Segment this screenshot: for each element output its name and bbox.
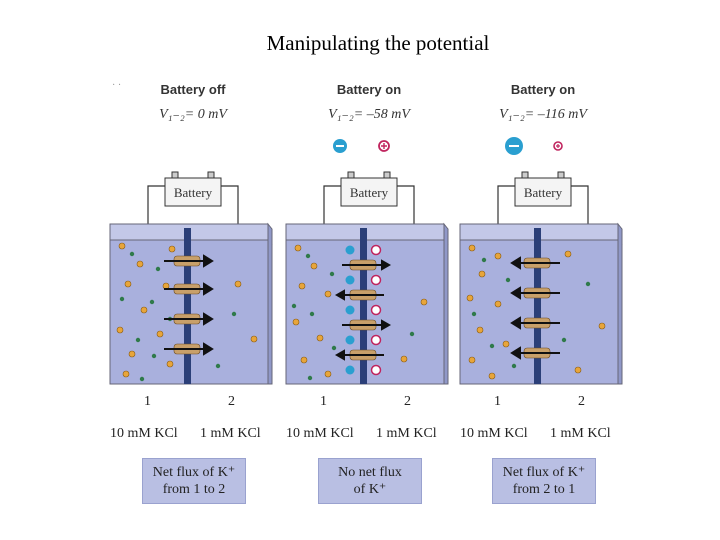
flux-arrows-balanced [334,259,392,361]
potassium-ions [292,244,428,378]
polarity-indicators [505,137,563,155]
concentration-2: 1 mM KCl [550,426,611,441]
flux-line-1: Net flux of K⁺ [152,465,236,480]
concentration-1: 10 mM KCl [286,426,354,441]
apparatus-diagram: Battery [285,139,449,385]
apparatus-diagram: Battery [459,137,623,385]
flux-line-1: Net flux of K⁺ [502,465,586,480]
positive-charge-icon [553,141,563,151]
voltage-label: V₁₋₂= –58 mV [328,107,410,122]
channels [349,259,377,361]
panel-battery-on-58: Battery on V₁₋₂= –58 mV Battery [284,82,454,512]
concentration-1: 10 mM KCl [110,426,178,441]
panel-header: Battery on [510,82,576,97]
flux-arrows [510,256,560,360]
compartment-1-label: 1 [144,394,151,409]
flux-arrows [164,254,214,356]
battery-label: Battery [174,185,213,200]
apparatus-diagram: Battery [109,171,273,385]
flux-result-box: Net flux of K⁺ from 2 to 1 [492,458,596,504]
chloride-ions [471,257,591,369]
panel-battery-on-116: Battery on V₁₋₂= –116 mV Battery [458,82,628,512]
flux-line-2: of K⁺ [353,482,387,497]
flux-line-2: from 2 to 1 [512,482,576,497]
panel-header: Battery on [336,82,402,97]
compartment-1-label: 1 [494,394,501,409]
battery-label: Battery [350,185,389,200]
flux-line-1: No net flux [338,465,402,480]
concentration-2: 1 mM KCl [376,426,437,441]
flux-result-box: Net flux of K⁺ from 1 to 2 [142,458,246,504]
panel-header: Battery off [160,82,226,97]
voltage-label: V₁₋₂= 0 mV [159,107,227,122]
membrane [184,228,191,384]
compartment-2-label: 2 [404,394,411,409]
membrane [360,228,367,384]
compartment-2-label: 2 [228,394,235,409]
potassium-ions [466,244,606,380]
concentration-2: 1 mM KCl [200,426,261,441]
voltage-label: V₁₋₂= –116 mV [499,107,587,122]
membrane [534,228,541,384]
battery [164,171,222,207]
battery [340,171,398,207]
compartment-2-label: 2 [578,394,585,409]
potassium-ions [116,242,258,378]
decorative-dots: · · [112,80,122,91]
chloride-ions [291,253,415,381]
slide-title: Manipulating the potential [266,31,490,55]
positive-charge-icon [378,140,390,152]
compartment-1-label: 1 [320,394,327,409]
flux-line-2: from 1 to 2 [162,482,226,497]
chloride-ions [119,251,237,382]
polarity-indicators [333,139,390,153]
battery-label: Battery [524,185,563,200]
concentration-1: 10 mM KCl [460,426,528,441]
membrane-charges [345,244,382,376]
flux-result-box: No net flux of K⁺ [318,458,422,504]
panel-battery-off: Battery off V₁₋₂= 0 mV Battery [108,82,278,512]
battery [514,171,572,207]
